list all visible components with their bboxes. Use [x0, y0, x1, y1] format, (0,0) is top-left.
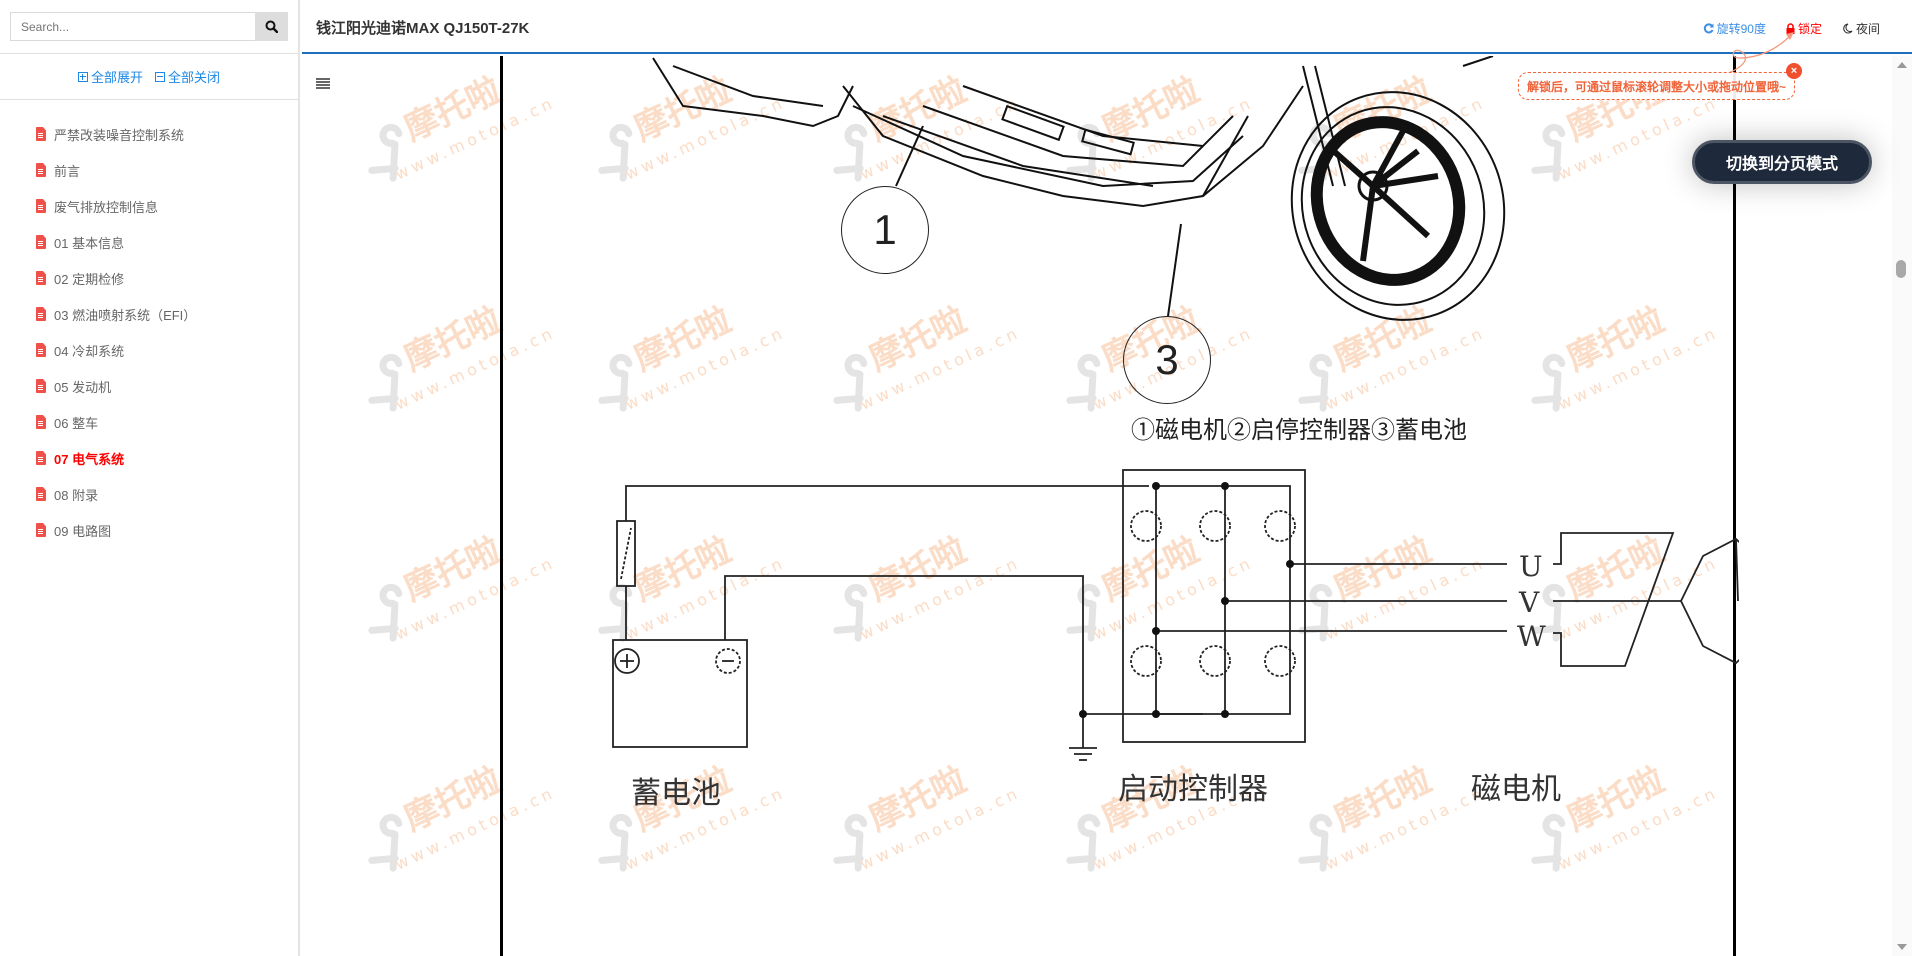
nav-item-active[interactable]: 07 电气系统	[0, 440, 298, 476]
lock-icon	[1786, 23, 1795, 34]
motorcycle-illustration	[652, 56, 1506, 321]
document-icon	[36, 487, 46, 501]
nav-item-label: 01 基本信息	[54, 235, 125, 251]
nav-item-label: 04 冷却系统	[54, 343, 125, 359]
scroll-thumb[interactable]	[1896, 260, 1906, 278]
document-icon	[36, 199, 46, 213]
document-icon	[36, 451, 46, 465]
lock-label: 锁定	[1797, 22, 1822, 36]
nav-item-label: 废气排放控制信息	[54, 199, 159, 215]
plus-square-icon	[77, 71, 88, 82]
document-icon	[36, 271, 46, 285]
nav-item-label: 前言	[54, 163, 81, 179]
rotate-icon	[1703, 23, 1714, 34]
lock-hint-tooltip: 解锁后，可通过鼠标滚轮调整大小或拖动位置哦~ ×	[1518, 63, 1803, 100]
nav-item[interactable]: 05 发动机	[0, 368, 298, 404]
nav-item-label: 03 燃油喷射系统（EFI）	[54, 307, 197, 323]
nav-item[interactable]: 废气排放控制信息	[0, 188, 298, 224]
document-icon	[36, 523, 46, 537]
sidebar: 全部展开 全部关闭 严禁改装噪音控制系统 前言 废气排放控制信息 01 基本信息…	[0, 0, 300, 956]
figure-caption: ①磁电机②启停控制器③蓄电池	[1131, 416, 1467, 444]
magneto-label: 磁电机	[1471, 772, 1561, 807]
search-icon	[265, 20, 279, 33]
nav-item-label: 06 整车	[54, 415, 99, 431]
nav-item[interactable]: 04 冷却系统	[0, 332, 298, 368]
moon-icon	[1843, 23, 1853, 34]
document-icon	[36, 307, 46, 321]
search-bar	[0, 0, 298, 54]
svg-text:V: V	[1518, 586, 1540, 619]
document-viewer[interactable]: 摩托啦 www.motola.cn	[302, 56, 1912, 956]
nav-item[interactable]: 严禁改装噪音控制系统	[0, 116, 298, 152]
document-icon	[36, 379, 46, 393]
rotate-button[interactable]: 旋转90度	[1703, 20, 1766, 37]
minus-square-icon	[155, 71, 165, 82]
menu-icon[interactable]	[316, 78, 330, 89]
scroll-up-arrow-icon[interactable]	[1897, 62, 1907, 68]
nav-item-label: 05 发动机	[54, 379, 112, 395]
document-page: 1 3 ①磁电机②启停控制器③蓄电池	[500, 56, 1739, 956]
battery-label: 蓄电池	[631, 776, 721, 811]
document-title: 钱江阳光迪诺MAX QJ150T-27K	[316, 20, 530, 37]
rotate-label: 旋转90度	[1716, 22, 1766, 36]
nav-item[interactable]: 02 定期检修	[0, 260, 298, 296]
header-actions: 旋转90度 锁定 夜间	[1703, 20, 1880, 37]
nav-item[interactable]: 06 整车	[0, 404, 298, 440]
scroll-down-arrow-icon[interactable]	[1897, 944, 1907, 950]
nav-item[interactable]: 01 基本信息	[0, 224, 298, 260]
vertical-scrollbar[interactable]	[1892, 56, 1912, 956]
callout-1: 1	[841, 186, 929, 274]
nav-item[interactable]: 03 燃油喷射系统（EFI）	[0, 296, 298, 332]
svg-text:W: W	[1517, 620, 1546, 653]
tooltip-close-button[interactable]: ×	[1786, 63, 1803, 79]
lock-button[interactable]: 锁定	[1786, 20, 1822, 37]
document-icon	[36, 163, 46, 177]
tree-toggle-row: 全部展开 全部关闭	[0, 54, 298, 100]
document-icon	[36, 127, 46, 141]
nav-item[interactable]: 09 电路图	[0, 512, 298, 548]
nav-item[interactable]: 08 附录	[0, 476, 298, 512]
search-button[interactable]	[255, 12, 288, 41]
wiring-diagram: U V W	[612, 469, 1739, 761]
expand-all-label: 全部展开	[90, 70, 143, 85]
tooltip-text: 解锁后，可通过鼠标滚轮调整大小或拖动位置哦~	[1527, 79, 1787, 94]
collapse-all-label: 全部关闭	[168, 70, 221, 85]
svg-text:U: U	[1519, 550, 1543, 583]
nav-item-label: 08 附录	[54, 487, 99, 503]
nav-item-label: 07 电气系统	[54, 451, 125, 467]
nav-item[interactable]: 前言	[0, 152, 298, 188]
nav-item-label: 02 定期检修	[54, 271, 125, 287]
nav-item-label: 09 电路图	[54, 523, 112, 539]
chapter-nav: 严禁改装噪音控制系统 前言 废气排放控制信息 01 基本信息 02 定期检修 0…	[0, 100, 298, 548]
search-input[interactable]	[10, 12, 256, 41]
header: 钱江阳光迪诺MAX QJ150T-27K 旋转90度 锁定 夜间	[302, 0, 1912, 54]
night-label: 夜间	[1855, 22, 1880, 36]
expand-all-button[interactable]: 全部展开	[77, 67, 143, 86]
night-mode-button[interactable]: 夜间	[1842, 20, 1880, 37]
callout-3: 3	[1123, 316, 1211, 404]
nav-item-label: 严禁改装噪音控制系统	[54, 127, 185, 143]
collapse-all-button[interactable]: 全部关闭	[155, 67, 220, 86]
document-icon	[36, 235, 46, 249]
document-icon	[36, 415, 46, 429]
controller-label: 启动控制器	[1118, 772, 1268, 807]
document-icon	[36, 343, 46, 357]
switch-page-mode-button[interactable]: 切换到分页模式	[1692, 140, 1872, 184]
